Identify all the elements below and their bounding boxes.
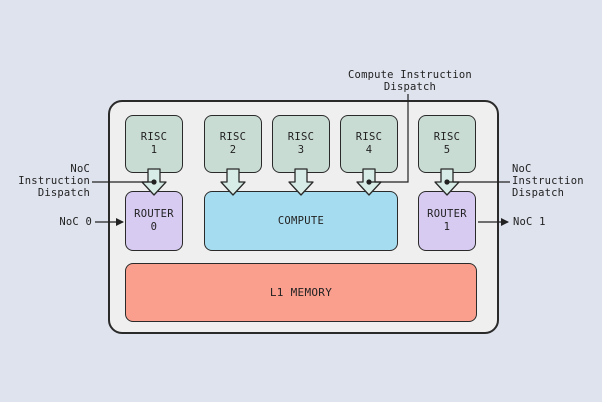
dispatch-arrow-risc2 [220, 168, 246, 196]
compute-dispatch-leader [369, 94, 409, 183]
compute-instruction-dispatch-label: Compute Instruction Dispatch [348, 69, 472, 93]
router-0-block: ROUTER 0 [125, 191, 183, 251]
l1-memory-block: L1 MEMORY [125, 263, 477, 322]
noc-1-label: NoC 1 [513, 216, 546, 228]
compute-block: COMPUTE [204, 191, 398, 251]
noc-instruction-dispatch-left-label: NoC Instruction Dispatch [18, 163, 90, 199]
dispatch-arrow-risc3 [288, 168, 314, 196]
risc-1-block: RISC 1 [125, 115, 183, 173]
noc-0-label: NoC 0 [59, 216, 92, 228]
risc-4-block: RISC 4 [340, 115, 398, 173]
noc-instruction-dispatch-right-label: NoC Instruction Dispatch [512, 163, 584, 199]
router-1-block: ROUTER 1 [418, 191, 476, 251]
risc-3-block: RISC 3 [272, 115, 330, 173]
risc-2-block: RISC 2 [204, 115, 262, 173]
